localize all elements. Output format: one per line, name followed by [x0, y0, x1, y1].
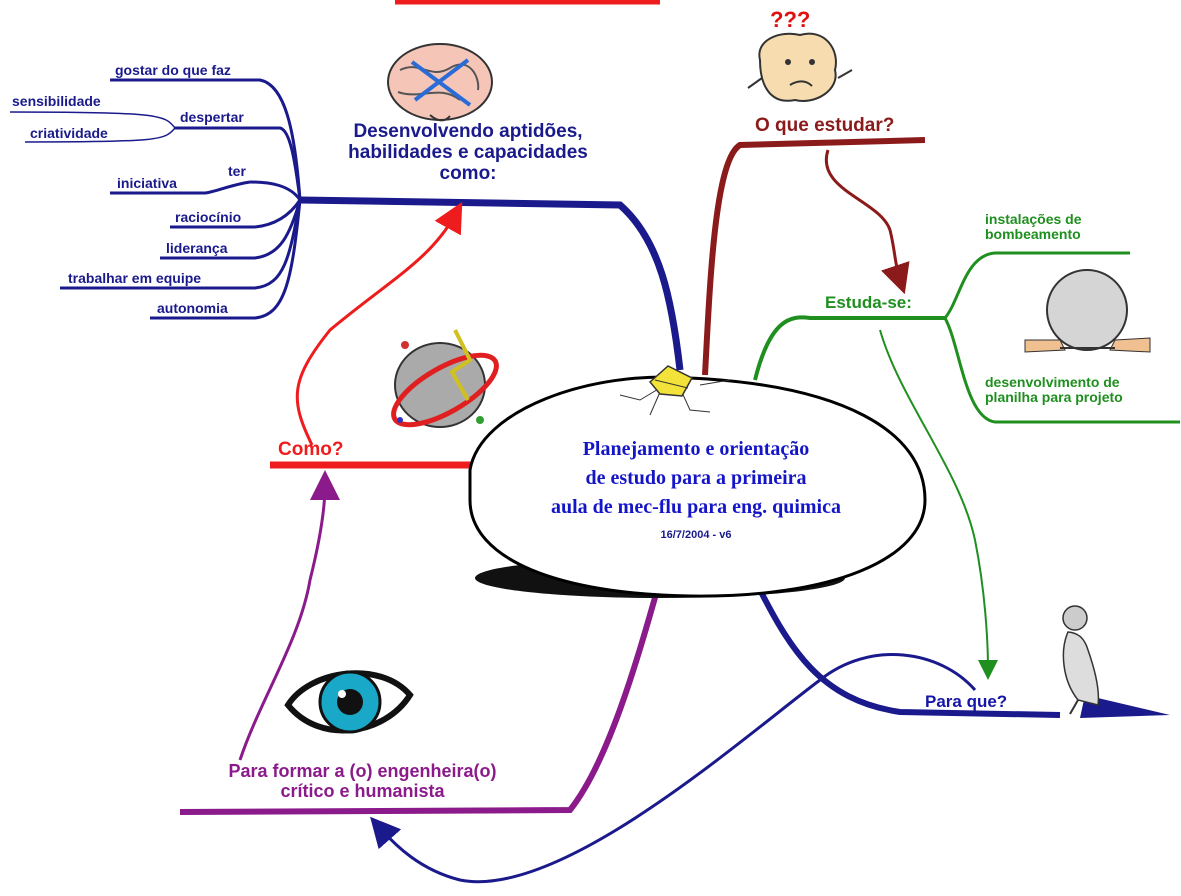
estuda-se-branch: [753, 315, 945, 381]
para-formar-branch: [179, 579, 663, 815]
para-formar-line-2: crítico e humanista: [280, 780, 445, 801]
o-que-estudar-branch: [702, 137, 926, 376]
center-bubble: [468, 375, 927, 598]
wedge-icon: [648, 365, 694, 397]
green-arrow: [879, 329, 998, 680]
red-arrow: [295, 201, 463, 446]
branch-sensibilidade: sensibilidade: [12, 93, 101, 109]
estuda-se-item2-line-2: planilha para projeto: [985, 389, 1123, 406]
desenvolvendo-line-2: habilidades e capacidades: [348, 141, 588, 163]
branch-autonomia: autonomia: [157, 300, 228, 316]
branch-ter: ter: [228, 163, 246, 179]
estuda-se-item1: instalações de bombeamento: [985, 211, 1082, 243]
eye-icon: [284, 670, 414, 734]
desenvolvendo-title: Desenvolvendo aptidões, habilidades e ca…: [318, 121, 618, 185]
center-line-3: aula de mec-flu para eng. quimica: [551, 496, 841, 518]
center-line-1: Planejamento e orientação: [582, 438, 810, 460]
estuda-se-item2: desenvolvimento de planilha para projeto: [985, 374, 1123, 406]
estuda-se-item1-line-1: instalações de: [985, 211, 1082, 227]
branch-gostar: gostar do que faz: [115, 62, 231, 78]
desenvolvendo-line-1: Desenvolvendo aptidões,: [353, 121, 583, 142]
para-formar-line-1: Para formar a (o) engenheira(o): [228, 761, 497, 781]
estuda-se-item2-line-1: desenvolvimento de: [985, 374, 1120, 390]
thinking-man-icon: [1062, 605, 1170, 718]
o-que-estudar-label: O que estudar?: [755, 115, 895, 136]
desenvolvendo-sub-branches: [60, 78, 302, 320]
question-marks: ???: [770, 7, 811, 32]
para-formar-label: Para formar a (o) engenheira(o) crítico …: [190, 761, 535, 802]
branch-criatividade: criatividade: [30, 125, 108, 141]
maroon-arrow: [824, 149, 910, 295]
branch-trabalhar: trabalhar em equipe: [68, 270, 202, 286]
estuda-se-label: Estuda-se:: [825, 293, 912, 312]
branch-raciocinio: raciocínio: [175, 209, 242, 225]
para-que-label: Para que?: [925, 692, 1008, 711]
estuda-se-item2-branch: [943, 317, 1180, 424]
branch-lideranca: liderança: [166, 240, 228, 256]
estuda-se-item1-line-2: bombeamento: [985, 226, 1081, 243]
brain-icon: [387, 43, 493, 122]
center-date: 16/7/2004 - v6: [660, 529, 732, 541]
branch-despertar: despertar: [180, 109, 244, 125]
center-topic: Planejamento e orientação de estudo para…: [470, 420, 922, 541]
para-que-branch: [752, 578, 1061, 718]
pump-sphere-icon: [1024, 269, 1151, 353]
confused-face-icon: [747, 32, 853, 102]
chaos-swirl-icon: [391, 329, 499, 428]
purple-arrow: [238, 470, 340, 761]
estuda-se-item1-branch: [943, 251, 1130, 319]
navy-return-arrow: [370, 653, 977, 884]
center-line-2: de estudo para a primeira: [585, 467, 807, 489]
despertar-fork: [9, 111, 176, 143]
como-label: Como?: [278, 439, 344, 460]
desenvolvendo-line-3: como:: [439, 162, 497, 184]
desenvolvendo-branch: [299, 196, 684, 371]
branch-iniciativa: iniciativa: [117, 175, 177, 191]
